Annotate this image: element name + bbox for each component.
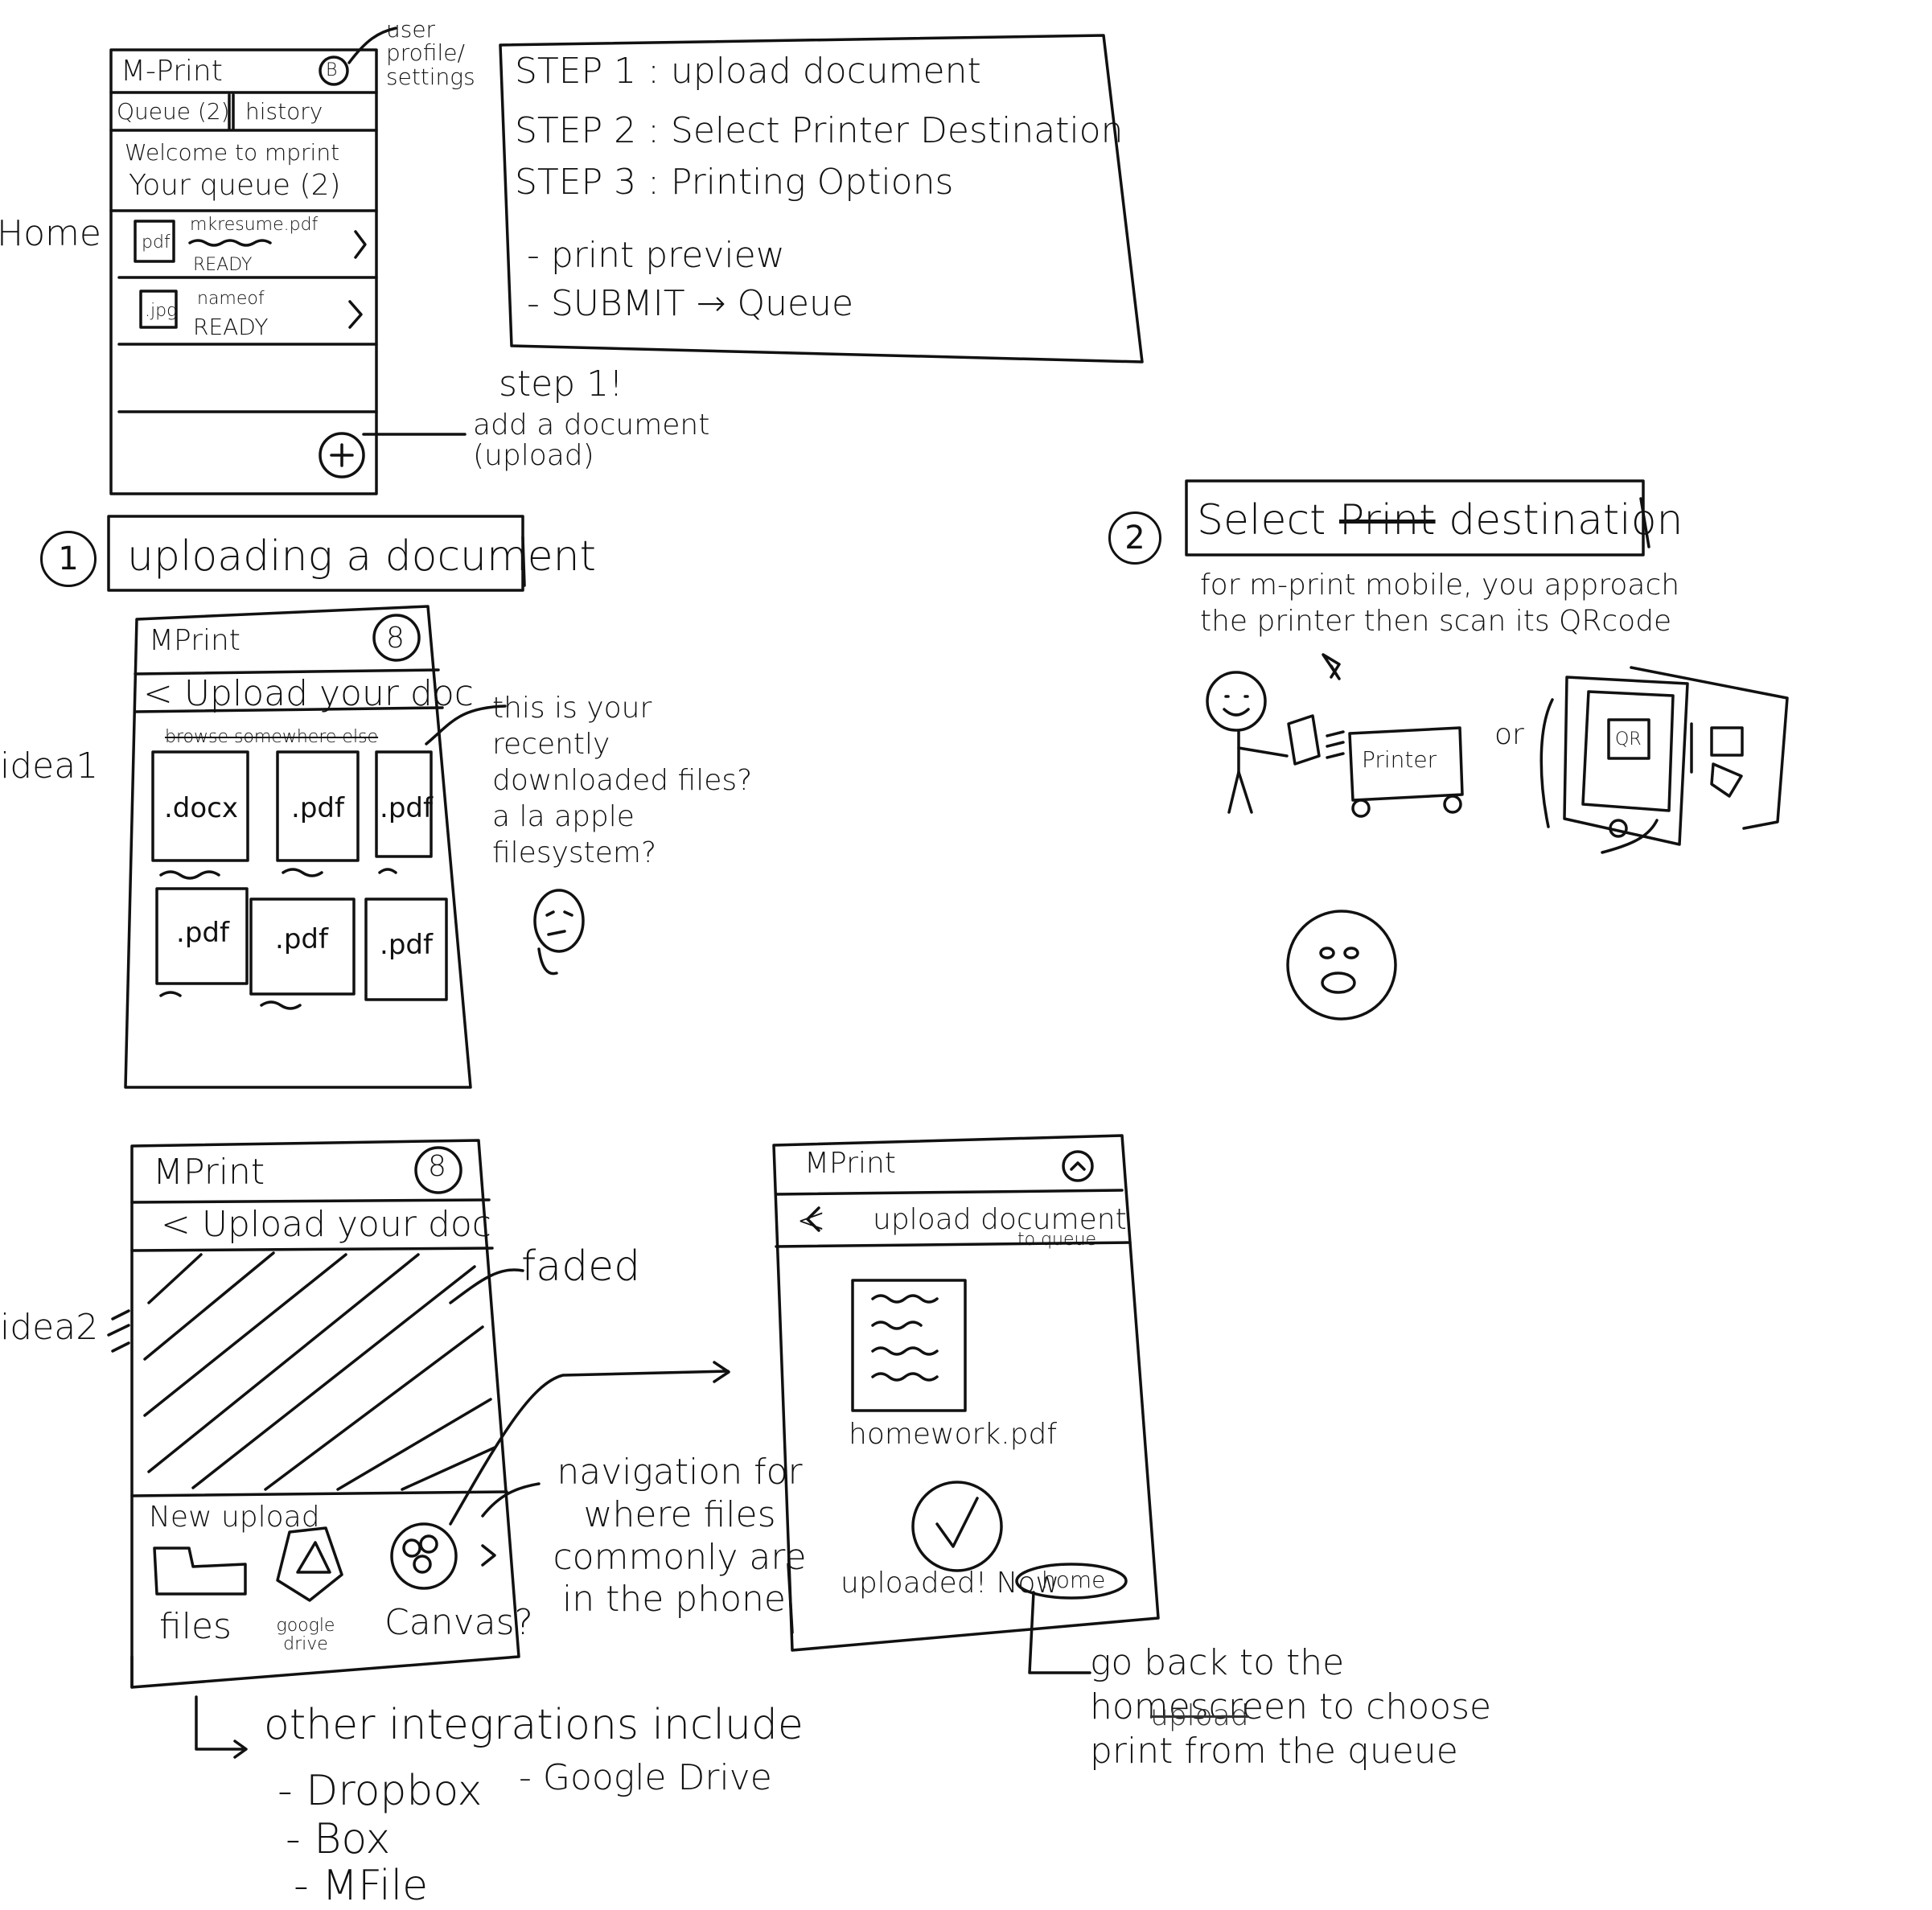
steps-line-4: - print preview	[527, 235, 785, 276]
tab-queue[interactable]: Queue (2)	[117, 98, 230, 125]
steps-line-2: STEP 2 : Select Printer Destination	[515, 110, 1124, 151]
idea1-app-title: MPrint	[149, 624, 240, 657]
queue-item-icon-label: .jpg	[145, 301, 178, 321]
section1-title: uploading a document	[127, 532, 596, 581]
queue-item-icon-label: pdf	[142, 232, 171, 253]
file-card-label[interactable]: .pdf	[176, 917, 229, 949]
qr-scanner-doodle	[1539, 666, 1789, 854]
tab-history[interactable]: history	[245, 98, 323, 125]
queue-item-status: READY	[193, 255, 253, 275]
step1-annotation-desc: add a document (upload)	[473, 409, 710, 472]
source-canvas[interactable]: Canvas?	[384, 1602, 533, 1643]
faded-annotation: faded	[521, 1243, 641, 1291]
section2-number-badge: 2	[1108, 511, 1161, 565]
integration-dropbox: - Dropbox	[277, 1767, 483, 1815]
file-card-label[interactable]: .pdf	[380, 792, 433, 824]
idea1-browse-link[interactable]: browse somewhere else	[165, 727, 379, 747]
idea2-phone-frame	[130, 1139, 520, 1689]
integration-box: - Box	[286, 1815, 391, 1863]
home-queue-title: Your queue (2)	[129, 169, 341, 202]
confirm-back-icon[interactable]: <	[796, 1200, 826, 1241]
idea2-side-label: idea2	[0, 1307, 99, 1348]
idea1-header[interactable]: < Upload your doc	[143, 673, 474, 714]
confirm-uploaded-text: uploaded! Now	[841, 1567, 1059, 1600]
source-google-drive[interactable]: google drive	[276, 1616, 335, 1655]
confirm-app-title: MPrint	[804, 1147, 896, 1180]
confirm-header-sub: to queue	[1017, 1230, 1097, 1250]
section1-number-badge: 1	[40, 531, 97, 587]
home-welcome-text: Welcome to mprint	[125, 139, 340, 166]
queue-item-name[interactable]: nameof	[197, 289, 265, 309]
confirm-filename: homework.pdf	[849, 1418, 1057, 1451]
confirm-header: upload document	[873, 1203, 1127, 1236]
or-label: or	[1494, 718, 1524, 751]
printer-label: Printer	[1362, 746, 1437, 773]
new-upload-label: New upload	[149, 1501, 320, 1534]
home-app-title: M-Print	[121, 55, 223, 88]
home-phone-frame	[109, 48, 378, 495]
idea1-phone-frame	[124, 605, 472, 1089]
home-avatar-icon[interactable]: B	[326, 60, 338, 80]
idea2-header[interactable]: < Upload your doc	[161, 1204, 491, 1245]
idea2-app-title: MPrint	[153, 1152, 265, 1193]
user-profile-annotation: user profile/ settings	[386, 16, 475, 90]
steps-line-5: - SUBMIT → Queue	[527, 283, 854, 324]
confirm-phone-frame	[772, 1134, 1160, 1652]
other-integrations-title: other integrations include	[264, 1701, 804, 1749]
file-card-label[interactable]: .docx	[163, 792, 238, 824]
steps-line-3: STEP 3 : Printing Options	[515, 162, 954, 203]
source-files[interactable]: files	[159, 1606, 232, 1647]
home-side-label: Home	[0, 213, 101, 254]
home-button[interactable]: home	[1042, 1567, 1106, 1593]
recent-files-annotation: this is your recently downloaded files? …	[492, 692, 753, 869]
surprised-face-doodle	[1286, 910, 1397, 1021]
qr-label: QR	[1615, 729, 1642, 750]
queue-item-name[interactable]: mkresume.pdf	[190, 215, 319, 235]
go-back-annotation: go back to the homescreen to choose prin…	[1090, 1642, 1492, 1772]
file-card-label[interactable]: .pdf	[291, 792, 344, 824]
section2-desc: for m-print mobile, you approach the pri…	[1200, 569, 1680, 638]
idea1-avatar-icon[interactable]: 8	[386, 622, 405, 655]
queue-item-status: READY	[193, 314, 269, 340]
stick-figure-doodle	[1206, 653, 1464, 818]
file-card-label[interactable]: .pdf	[275, 923, 328, 955]
go-back-struck-word: upload	[1150, 1699, 1249, 1732]
thinking-face-doodle	[533, 889, 585, 976]
file-card-label[interactable]: .pdf	[380, 929, 433, 961]
integration-google-drive: - Google Drive	[519, 1757, 772, 1798]
idea1-side-label: idea1	[0, 746, 99, 787]
idea2-avatar-icon[interactable]: 8	[428, 1150, 446, 1183]
navigation-annotation: navigation for where files commonly are …	[553, 1452, 807, 1620]
step1-annotation-title: step 1!	[499, 364, 623, 405]
section2-title: Select Print destination	[1197, 496, 1683, 544]
steps-line-1: STEP 1 : upload document	[515, 51, 981, 92]
integration-mfile: - MFile	[294, 1862, 429, 1910]
